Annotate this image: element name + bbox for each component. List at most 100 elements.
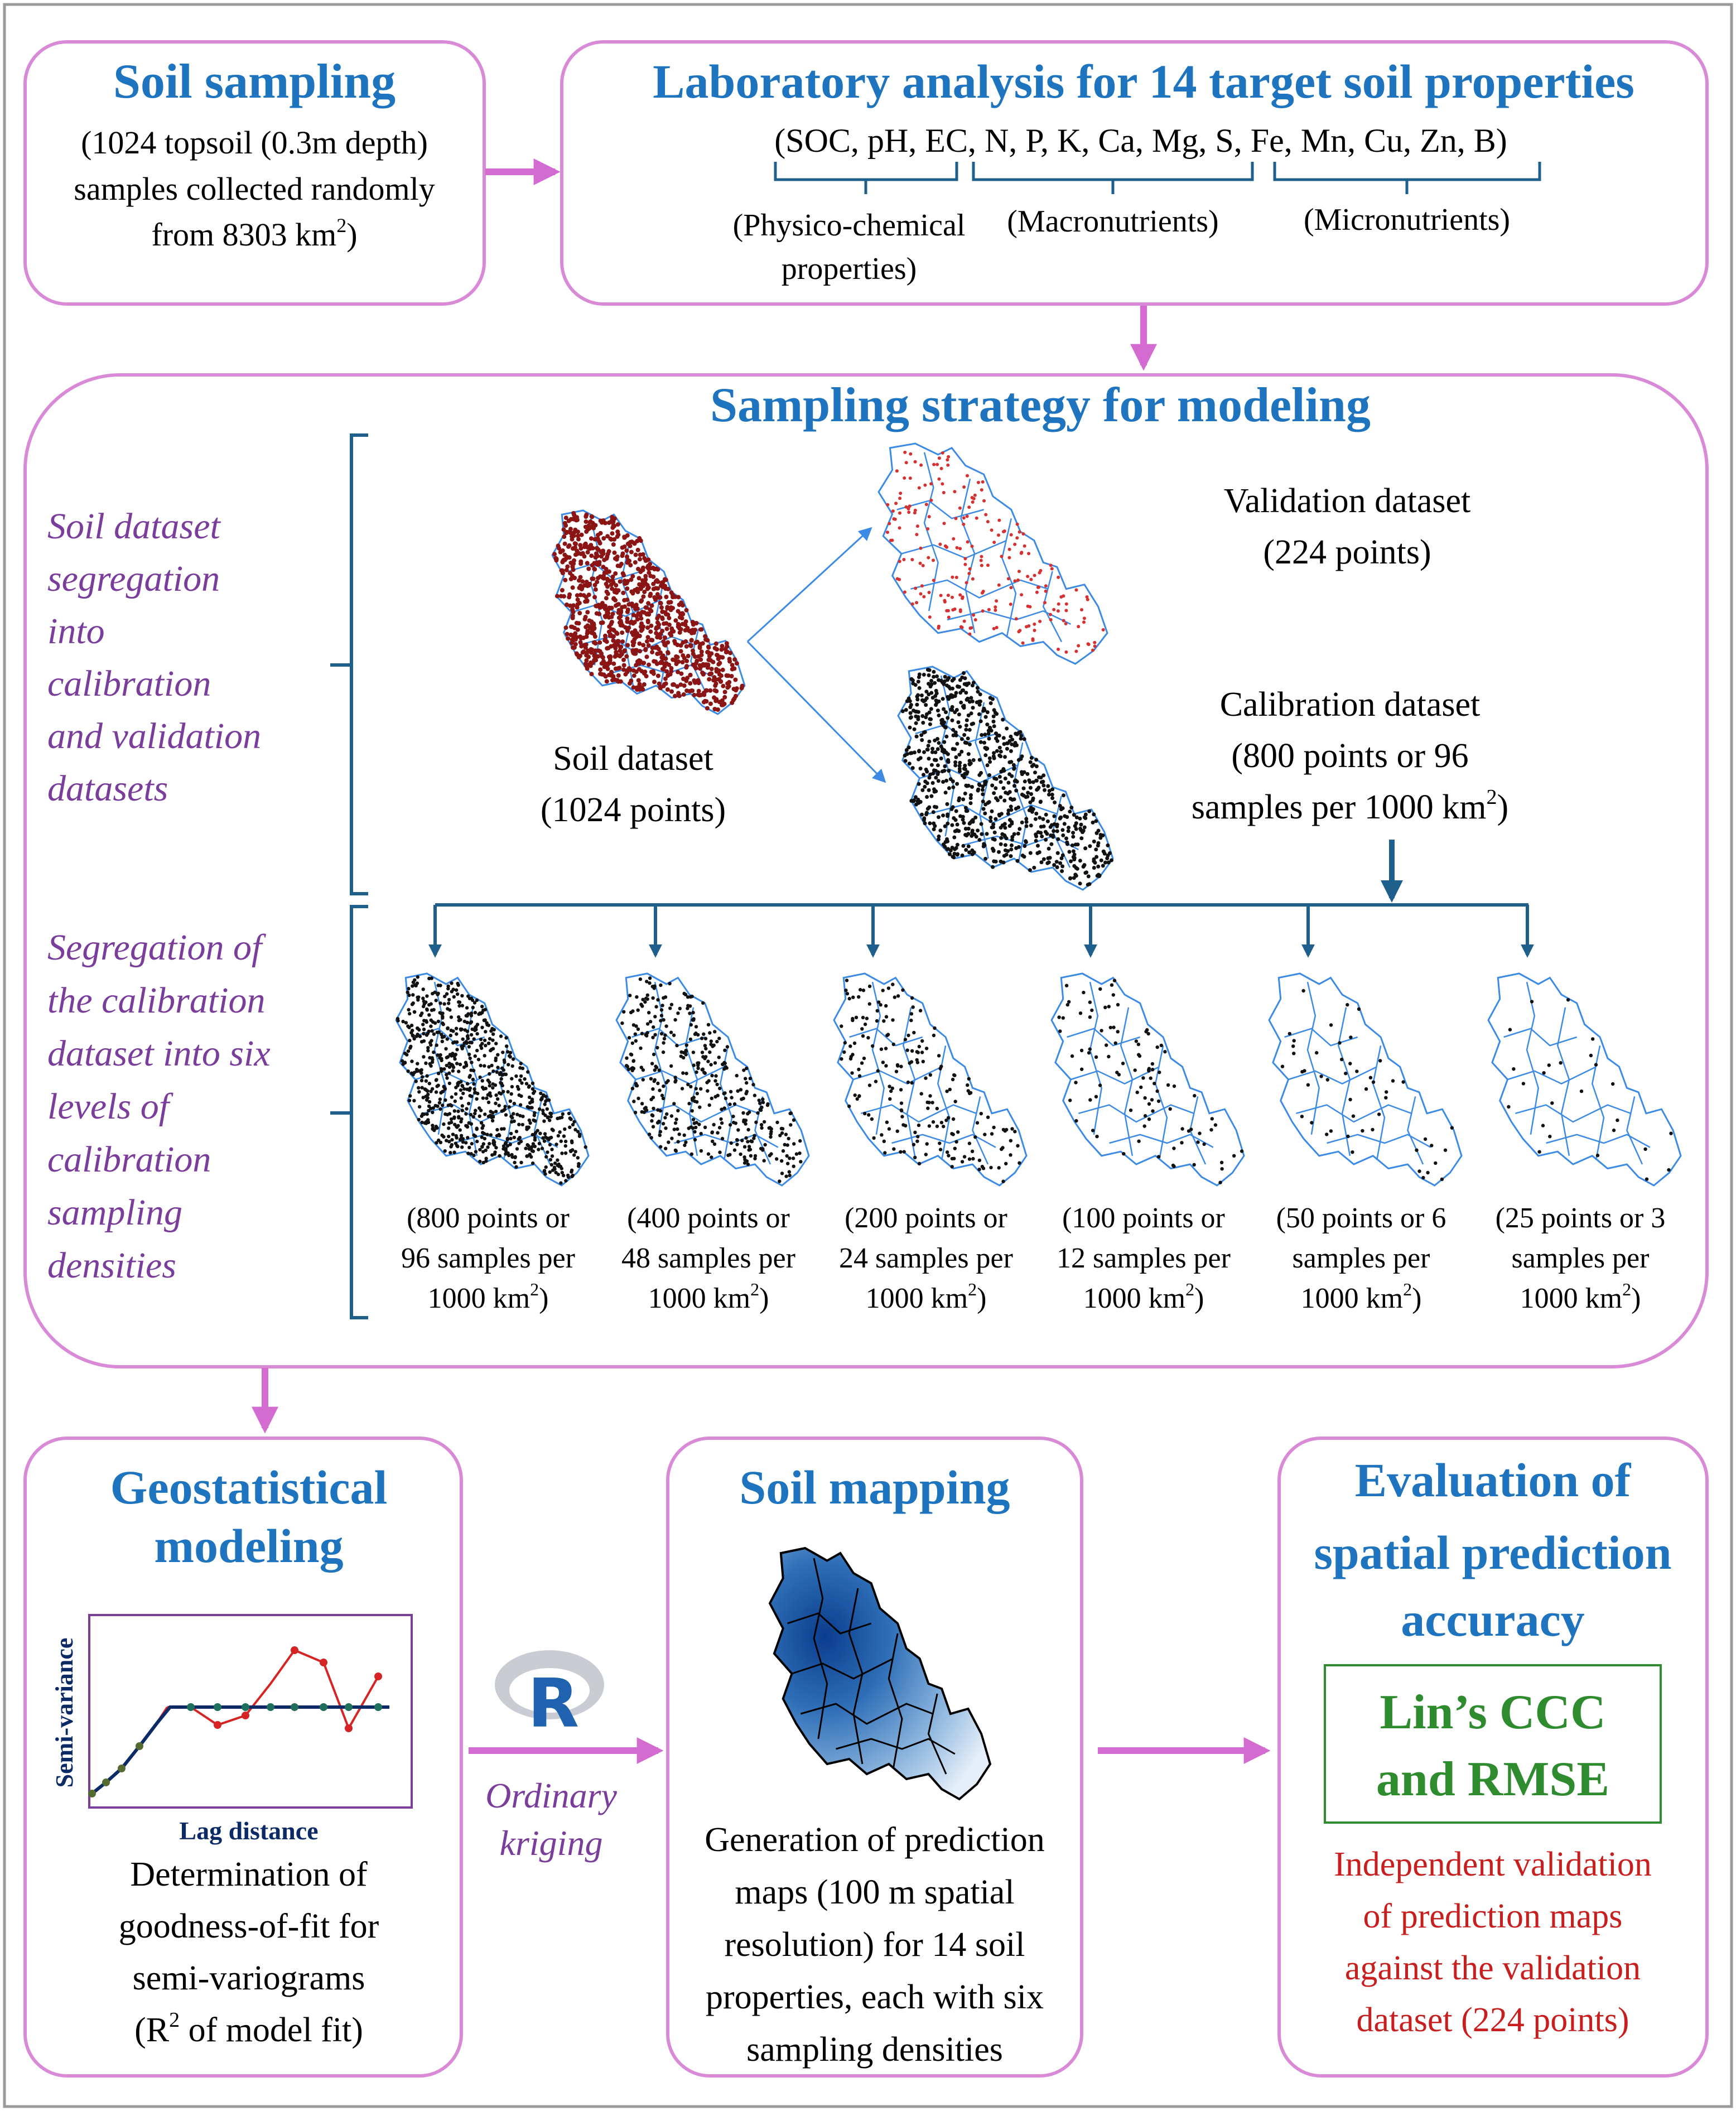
sample-point — [447, 1140, 451, 1144]
sample-point — [1092, 839, 1096, 844]
sample-point — [966, 540, 970, 544]
sample-point — [1168, 1107, 1172, 1111]
sample-point — [928, 772, 933, 777]
sample-point — [1014, 788, 1019, 793]
sample-point — [438, 1107, 442, 1111]
sample-point — [1049, 618, 1053, 621]
sample-point — [922, 816, 927, 821]
sample-point — [945, 1150, 949, 1154]
sample-point — [867, 1002, 872, 1006]
lag-distance-axis-label: Lag distance — [179, 1816, 318, 1845]
sample-point — [634, 685, 639, 690]
sample-point — [416, 998, 420, 1002]
sample-point — [1083, 812, 1088, 817]
sample-point — [669, 1114, 674, 1118]
sample-point — [948, 686, 952, 691]
sample-point — [948, 1087, 952, 1092]
sample-point — [457, 1019, 461, 1023]
sample-point — [722, 690, 727, 695]
sample-point — [734, 1121, 738, 1125]
sample-point — [753, 1156, 757, 1160]
sample-point — [926, 527, 930, 531]
sample-point — [495, 1127, 499, 1132]
sample-point — [978, 692, 982, 697]
sample-point — [1566, 998, 1570, 1002]
sample-point — [577, 1134, 582, 1138]
sample-point — [583, 524, 588, 529]
sample-point — [940, 769, 944, 774]
sample-point — [700, 1068, 704, 1072]
map-district-boundary — [787, 1612, 872, 1635]
sample-point — [988, 760, 992, 764]
sample-point — [1087, 809, 1092, 813]
sample-point — [412, 1098, 416, 1103]
sample-point — [967, 850, 971, 855]
sample-point — [1029, 806, 1033, 810]
sample-point — [462, 1019, 466, 1024]
map-district-boundary — [654, 981, 667, 1135]
sample-point — [412, 1071, 417, 1074]
sample-point — [590, 514, 595, 519]
sample-point — [840, 1057, 843, 1061]
sample-point — [544, 1155, 548, 1159]
sample-point — [726, 684, 731, 689]
sample-point — [1014, 807, 1018, 811]
sample-point — [430, 1087, 435, 1091]
sample-point — [1037, 850, 1041, 855]
sample-point — [954, 517, 958, 520]
sample-point — [968, 632, 972, 636]
sample-point — [408, 1094, 412, 1098]
sample-point — [485, 1023, 489, 1027]
sample-point — [537, 1141, 542, 1145]
sample-point — [460, 1145, 464, 1149]
sample-point — [679, 1050, 683, 1054]
sample-point — [615, 678, 620, 683]
geostat-desc-2: goodness-of-fit for — [119, 1907, 379, 1945]
sample-point — [932, 1033, 936, 1038]
sample-point — [929, 717, 933, 721]
sample-point — [935, 1124, 939, 1129]
sample-point — [965, 514, 969, 518]
sample-point — [669, 669, 674, 674]
sample-point — [1144, 1030, 1148, 1034]
sample-point — [1108, 851, 1112, 855]
density-label-5-line-3: 1000 km2) — [1301, 1279, 1422, 1314]
sample-point — [941, 813, 946, 818]
sample-point — [570, 585, 575, 590]
sample-point — [1612, 1128, 1616, 1132]
sample-point — [690, 628, 695, 633]
sample-point — [909, 799, 914, 803]
sample-point — [1093, 644, 1097, 648]
sample-point — [625, 619, 630, 624]
sample-point — [951, 727, 956, 732]
sample-point — [512, 1119, 516, 1124]
sample-point — [427, 1104, 431, 1108]
sample-point — [679, 600, 684, 605]
sample-point — [1062, 619, 1065, 623]
segregation-label-line-4: calibration — [47, 663, 211, 704]
sample-point — [780, 1172, 784, 1175]
sample-point — [684, 1049, 688, 1053]
sample-point — [892, 517, 896, 521]
sample-point — [876, 1069, 880, 1073]
sample-point — [640, 584, 645, 589]
sample-point — [465, 1125, 470, 1129]
sample-point — [946, 463, 950, 467]
sample-point — [962, 522, 966, 526]
map-district-boundary — [415, 1066, 504, 1085]
sample-point — [1094, 1055, 1098, 1059]
sample-point — [1021, 786, 1026, 791]
sample-point — [962, 1155, 967, 1159]
sample-point — [888, 1085, 891, 1088]
sample-point — [503, 1105, 507, 1108]
sample-point — [924, 715, 928, 720]
sample-point — [427, 1029, 431, 1033]
sample-point — [1010, 1127, 1014, 1131]
sample-point — [635, 547, 640, 552]
sample-point — [1024, 820, 1029, 824]
sample-point — [445, 1073, 449, 1077]
sample-point — [566, 636, 571, 641]
sample-point — [754, 1120, 758, 1124]
sample-point — [411, 993, 415, 997]
sample-point — [730, 663, 735, 668]
